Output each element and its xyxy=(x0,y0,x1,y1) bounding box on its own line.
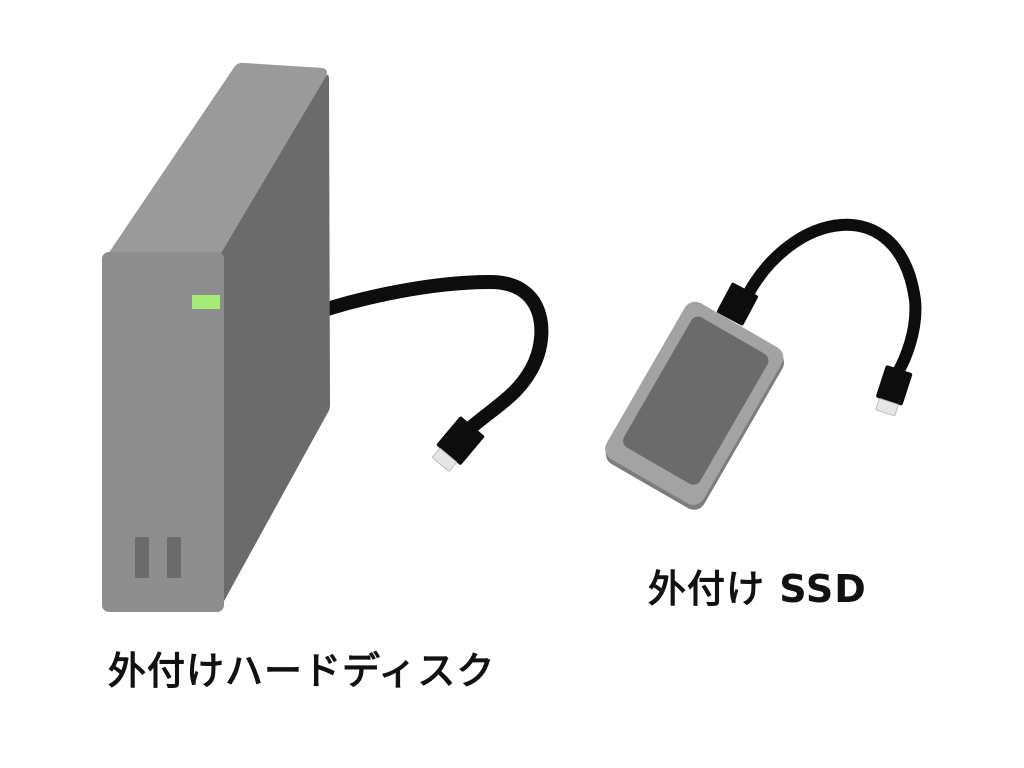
ssd-top-panel xyxy=(623,316,769,485)
hdd-cable xyxy=(311,274,549,439)
ssd-usb-connector-right xyxy=(875,365,913,417)
hdd-vent-right xyxy=(167,537,181,578)
hdd-side-face xyxy=(218,74,330,612)
ssd-usb-connector-left xyxy=(716,282,758,326)
caption-external-hard-drive: 外付けハードディスク xyxy=(108,649,496,693)
caption-external-ssd: 外付け SSD xyxy=(648,567,867,611)
hdd-front-face xyxy=(102,252,224,612)
ssd-cable xyxy=(739,219,922,378)
hdd-vent-left xyxy=(135,537,149,578)
external-hard-drive-icon xyxy=(102,62,549,612)
hdd-status-led xyxy=(192,295,220,309)
hdd-top-face xyxy=(106,62,327,258)
external-ssd-icon xyxy=(605,219,922,510)
hdd-usb-connector xyxy=(432,416,485,472)
